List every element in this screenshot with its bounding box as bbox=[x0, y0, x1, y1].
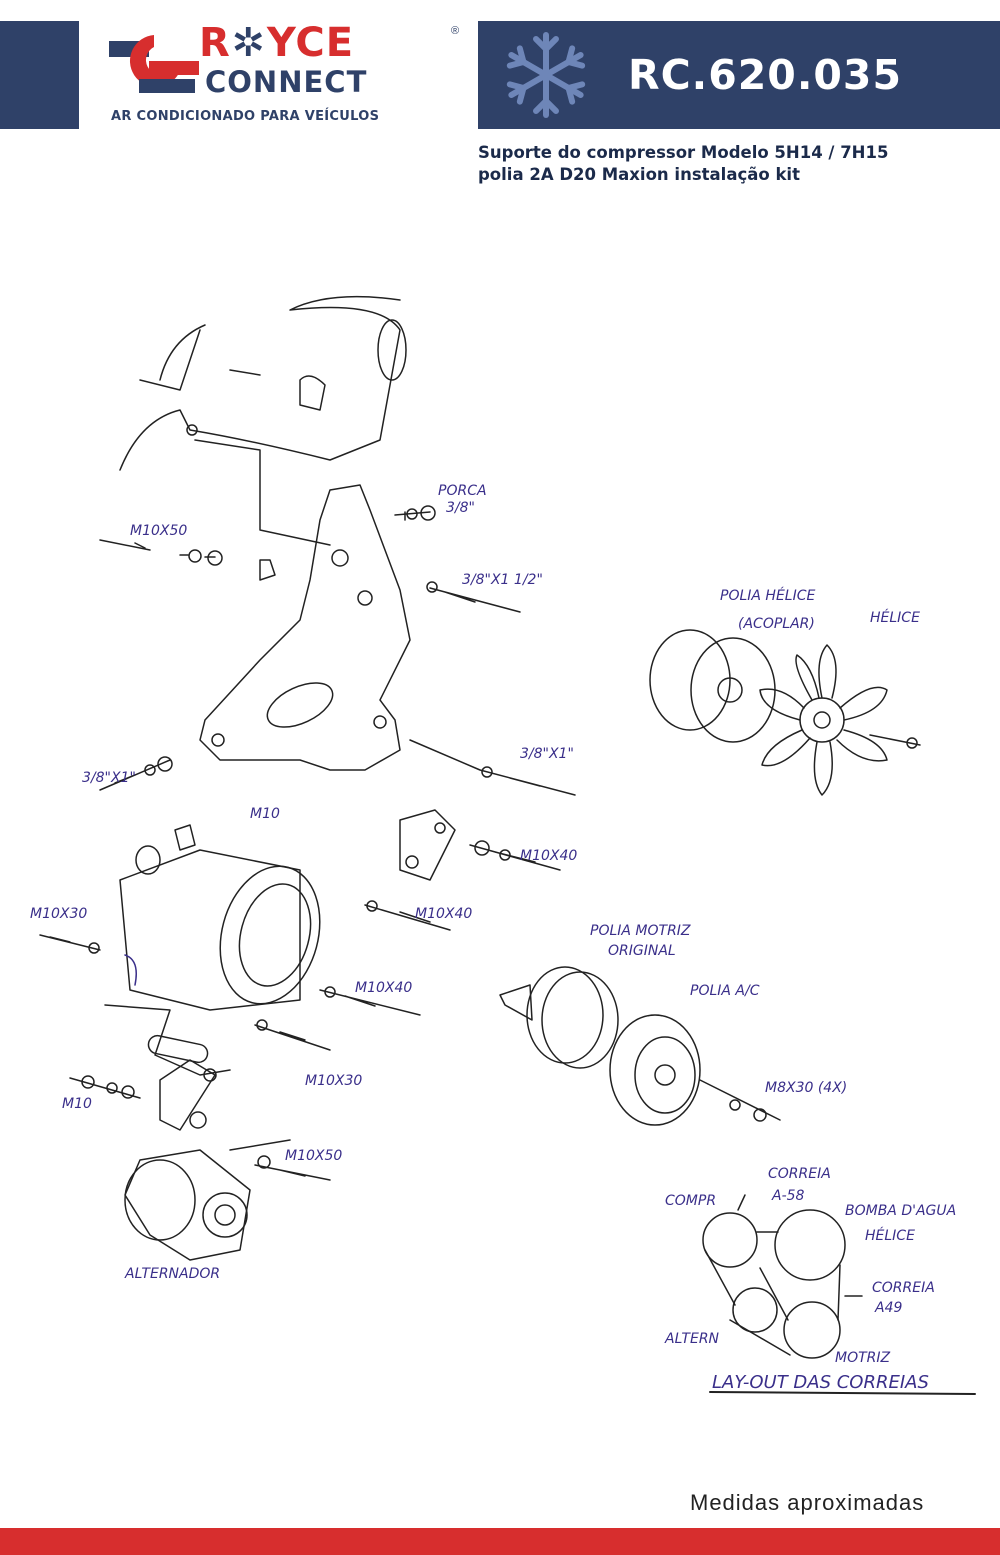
label-acoplar: (ACOPLAR) bbox=[738, 616, 815, 632]
label-polia-motriz: POLIA MOTRIZ bbox=[590, 923, 691, 939]
snowflake-icon bbox=[500, 32, 592, 121]
bolt-m10x50-top bbox=[99, 539, 216, 558]
label-bolt-3-8x1-left: 3/8"X1" bbox=[82, 770, 136, 786]
rear-bracket-plate bbox=[399, 809, 456, 881]
engine-block-outline bbox=[119, 295, 401, 471]
label-helice: HÉLICE bbox=[870, 609, 920, 626]
bolt-3-8x1-1-2 bbox=[429, 587, 521, 613]
label-motriz: MOTRIZ bbox=[835, 1350, 891, 1366]
label-bolt-3-8x1-right: 3/8"X1" bbox=[520, 746, 574, 762]
compressor-clutch bbox=[219, 865, 321, 1005]
product-code-banner: RC.620.035 bbox=[478, 21, 1000, 129]
belt-layout-diagram bbox=[702, 1194, 976, 1395]
logo-connect-text: CONNECT bbox=[205, 65, 368, 99]
label-m8x30: M8X30 (4X) bbox=[765, 1080, 847, 1096]
royce-logo-mark-icon bbox=[109, 35, 199, 93]
alternator-body bbox=[124, 1159, 196, 1241]
label-correia-top-size: A-58 bbox=[771, 1188, 805, 1204]
bracket-slot bbox=[266, 682, 334, 728]
label-bolt-3-8x1-1-2: 3/8"X1 1/2" bbox=[462, 572, 543, 588]
bolt-3-8x1-right bbox=[409, 739, 576, 796]
fan-helice bbox=[759, 644, 888, 796]
header-left-bar bbox=[0, 21, 79, 129]
label-layout-title: LAY-OUT DAS CORREIAS bbox=[712, 1372, 929, 1393]
label-m10x40-b: M10X40 bbox=[415, 906, 472, 922]
compressor-bracket bbox=[199, 484, 411, 771]
footer-red-bar bbox=[0, 1528, 1000, 1555]
label-helice-layout: HÉLICE bbox=[865, 1227, 915, 1244]
label-polia-ac: POLIA A/C bbox=[690, 983, 760, 999]
ac-pulley bbox=[609, 1014, 701, 1126]
original-drive-pulley bbox=[526, 966, 604, 1064]
product-description: Suporte do compressor Modelo 5H14 / 7H15… bbox=[478, 142, 978, 186]
engine-bolt bbox=[229, 369, 326, 411]
description-line-1: Suporte do compressor Modelo 5H14 / 7H15 bbox=[478, 143, 889, 162]
registered-mark: ® bbox=[451, 25, 460, 37]
label-m10x30-left: M10X30 bbox=[30, 906, 87, 922]
bolt-m10x30-left bbox=[39, 934, 101, 951]
label-m10-bottom: M10 bbox=[62, 1096, 92, 1112]
label-m10x50-top: M10X50 bbox=[130, 523, 187, 539]
exploded-assembly-drawing: PORCA 3/8" M10X50 3/8"X1 1/2" 3/8"X1" 3/… bbox=[30, 295, 976, 1395]
label-m10x40-a: M10X40 bbox=[520, 848, 577, 864]
logo-royce-text: R✲YCE bbox=[199, 20, 355, 66]
label-m10-nut: M10 bbox=[250, 806, 280, 822]
label-correia-right-size: A49 bbox=[874, 1300, 902, 1316]
alternator-bracket bbox=[159, 1059, 216, 1131]
label-altern: ALTERN bbox=[664, 1331, 720, 1347]
brand-logo: R✲YCE ® CONNECT AR CONDICIONADO PARA VEÍ… bbox=[79, 21, 472, 129]
logo-tagline: AR CONDICIONADO PARA VEÍCULOS bbox=[111, 109, 380, 124]
label-porca: PORCA bbox=[438, 483, 487, 499]
label-alternador: ALTERNADOR bbox=[124, 1266, 220, 1282]
compressor-body bbox=[119, 849, 301, 1011]
label-compr: COMPR bbox=[665, 1193, 716, 1209]
description-line-2: polia 2A D20 Maxion instalação kit bbox=[478, 165, 800, 184]
label-correia-top: CORREIA bbox=[768, 1166, 831, 1182]
product-code: RC.620.035 bbox=[628, 51, 902, 99]
label-m10x50-bottom: M10X50 bbox=[285, 1148, 342, 1164]
engine-port bbox=[377, 319, 407, 381]
label-porca-size: 3/8" bbox=[446, 500, 475, 516]
label-original: ORIGINAL bbox=[608, 943, 676, 959]
label-bomba-dagua: BOMBA D'AGUA bbox=[845, 1203, 956, 1219]
label-m10x40-c: M10X40 bbox=[355, 980, 412, 996]
label-correia-right: CORREIA bbox=[872, 1280, 935, 1296]
label-m10x30-bottom: M10X30 bbox=[305, 1073, 362, 1089]
label-polia-helice: POLIA HÉLICE bbox=[720, 587, 815, 604]
compressor-fitting bbox=[135, 845, 161, 875]
alternator-pulley bbox=[202, 1192, 248, 1238]
footer-note: Medidas aproximadas bbox=[690, 1490, 925, 1515]
fan-pulley-drive bbox=[649, 629, 731, 731]
